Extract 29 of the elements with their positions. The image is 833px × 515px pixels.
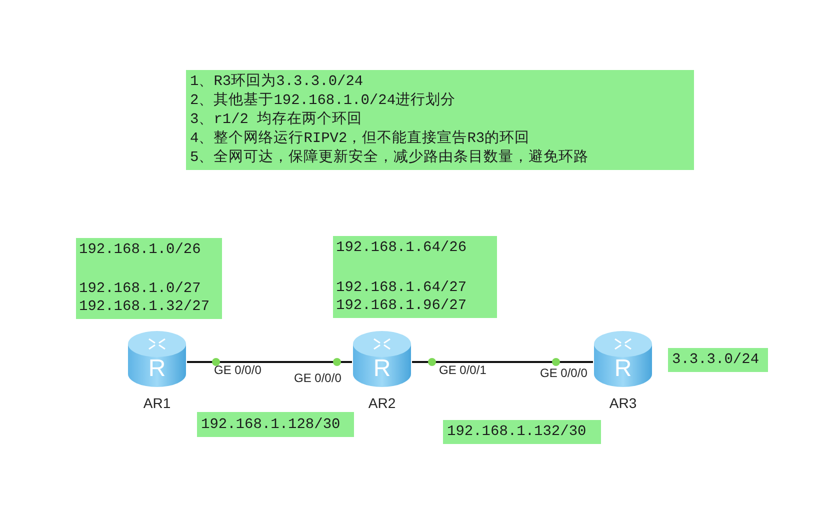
port-label: GE 0/0/0 (540, 366, 588, 380)
subnet-text: 192.168.1.0/27 (79, 280, 202, 298)
note-line: 2、其他基于192.168.1.0/24进行划分 (190, 92, 457, 110)
address-box (443, 420, 601, 444)
subnet-text: 192.168.1.64/27 (336, 279, 468, 297)
network-link (412, 361, 593, 363)
port-label: GE 0/0/0 (294, 371, 342, 385)
note-line: 3、r1/2 均存在两个环回 (190, 110, 364, 130)
note-line: 5、全网可达，保障更新安全，减少路由条目数量，避免环路 (190, 148, 590, 168)
router-label: AR1 (142, 394, 172, 412)
address-box (76, 238, 222, 319)
network-link (187, 361, 352, 363)
subnet-text: 192.168.1.128/30 (201, 416, 342, 434)
address-box (197, 412, 354, 437)
note-box (186, 70, 694, 170)
subnet-text: 192.168.1.132/30 (447, 423, 588, 441)
address-box (668, 348, 768, 372)
note-line: 4、整个网络运行RIPV2，但不能直接宣告R3的环回 (190, 130, 531, 148)
subnet-text: 192.168.1.0/26 (79, 241, 202, 259)
router-label: AR3 (608, 394, 638, 412)
port-label: GE 0/0/1 (439, 363, 486, 377)
address-box (333, 236, 497, 318)
port-label: GE 0/0/0 (214, 363, 262, 377)
subnet-text: 192.168.1.64/26 (336, 239, 468, 257)
subnet-text: 3.3.3.0/24 (672, 351, 760, 369)
subnet-text: 192.168.1.96/27 (336, 297, 468, 315)
router-label: AR2 (367, 394, 397, 412)
subnet-text: 192.168.1.32/27 (79, 298, 211, 316)
note-line: 1、R3环回为3.3.3.0/24 (190, 72, 364, 92)
